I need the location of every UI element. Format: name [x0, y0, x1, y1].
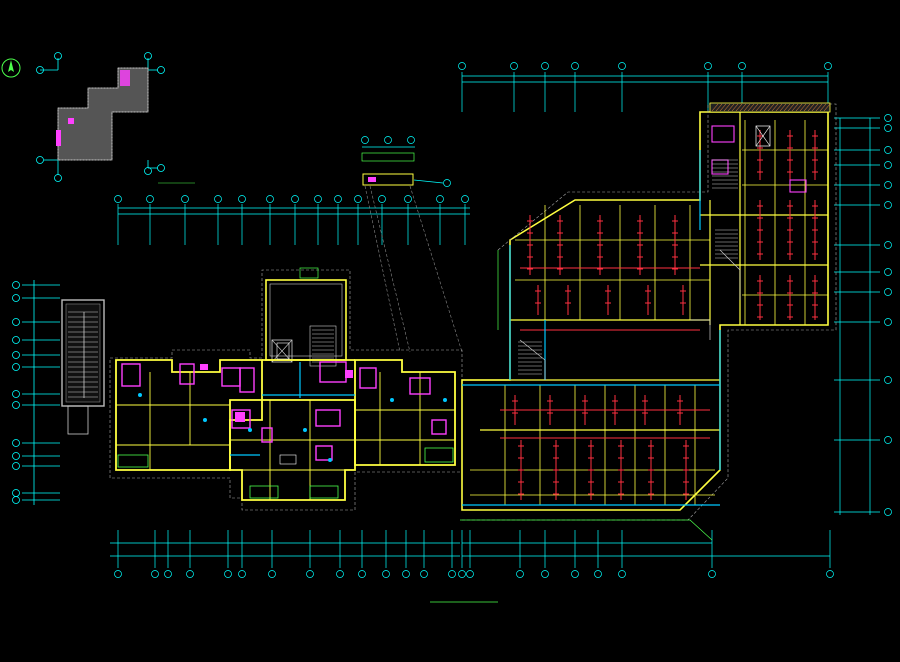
- axis-grid-top-left: [114, 195, 470, 245]
- axis-grid-top-right: [458, 62, 832, 112]
- north-arrow-icon: [1, 58, 21, 78]
- left-residential-wing: [109, 267, 463, 511]
- axis-grid-bottom: [110, 530, 834, 578]
- stair-detail: [12, 280, 105, 505]
- key-plan-building-outline: [56, 67, 149, 161]
- section-callout: [361, 136, 463, 353]
- key-plan: [1, 52, 195, 184]
- right-commercial-wing: [460, 102, 837, 541]
- axis-grid-right: [834, 114, 892, 516]
